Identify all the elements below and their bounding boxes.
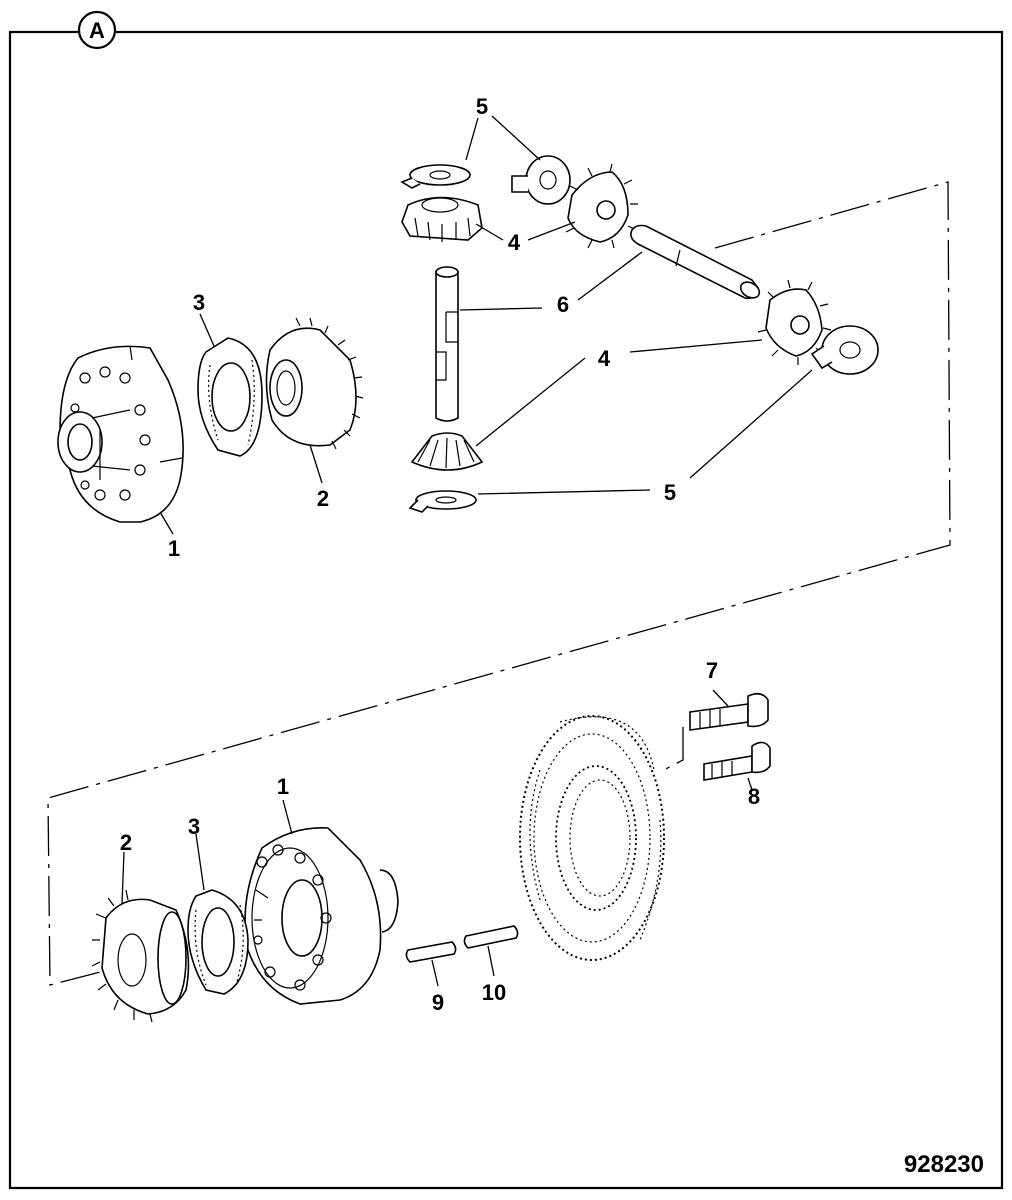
bolt-axis-line (659, 727, 684, 773)
pinion-right (757, 279, 832, 365)
pin-long (463, 925, 519, 949)
leader-lower-side-gear (121, 851, 125, 905)
callout-bolt-short: 7 (706, 658, 718, 683)
leader-upper-thrust-washer (199, 313, 215, 347)
leader-upper-side-gear (309, 444, 323, 484)
callout-right-pinion-washer: 5 (664, 480, 676, 505)
lower-thrust-washer (187, 889, 249, 995)
callout-pin-short: 9 (432, 990, 444, 1015)
pinion-a (401, 196, 483, 242)
callout-upper-case-half: 1 (168, 536, 180, 561)
bolt-long (703, 741, 771, 781)
leader-lower-thrust-washer (195, 833, 205, 891)
callout-lower-side-gear: 2 (120, 830, 132, 855)
leader-upper-case-half (159, 511, 174, 535)
leader-bolt-short (712, 689, 729, 707)
leader-pinions-upper (475, 221, 576, 241)
assembly-outline (47, 181, 951, 986)
leader-pin-long (487, 945, 495, 977)
crown-wheel (519, 715, 665, 961)
pin-short (405, 941, 457, 963)
leader-lower-case-half (282, 799, 293, 835)
pinion-lower (410, 432, 484, 471)
upper-case-half (57, 345, 184, 523)
callout-pinion-b: 4 (598, 346, 611, 371)
upper-side-gear (265, 317, 364, 450)
callout-lower-thrust-washer: 3 (188, 814, 200, 839)
callout-upper-thrust-washer: 3 (193, 290, 205, 315)
diagram-frame (8, 30, 1004, 1190)
cross-shafts (435, 224, 761, 422)
callout-upper-side-gear: 2 (317, 486, 329, 511)
leader-pin-short (431, 959, 439, 987)
bolt-short (689, 692, 769, 731)
leader-pinions-lower (475, 339, 763, 447)
leader-right-pinion-washer (477, 369, 813, 495)
leader-bolt-long (747, 777, 753, 791)
view-marker-label: A (89, 18, 105, 43)
right-pinion-washer (810, 325, 879, 375)
callout-bolt-long: 8 (748, 784, 760, 809)
lower-side-gear (91, 889, 190, 1023)
lower-case-half (244, 827, 399, 1005)
lower-pinion-washer (408, 490, 477, 513)
leader-upper-pinion-washers (465, 115, 541, 161)
callout-pinion-a: 4 (508, 230, 521, 255)
upper-pinion-washers (400, 155, 571, 205)
upper-thrust-washer (197, 337, 263, 457)
callout-lower-case-half: 1 (277, 774, 289, 799)
pinion-b (565, 163, 638, 249)
callout-upper-pinion-washers: 5 (476, 94, 488, 119)
figure-number: 928230 (904, 1151, 984, 1178)
callout-cross-shafts: 6 (557, 292, 569, 317)
view-marker-circle (77, 10, 117, 50)
leader-cross-shafts (459, 251, 643, 311)
callout-pin-long: 10 (482, 980, 506, 1005)
